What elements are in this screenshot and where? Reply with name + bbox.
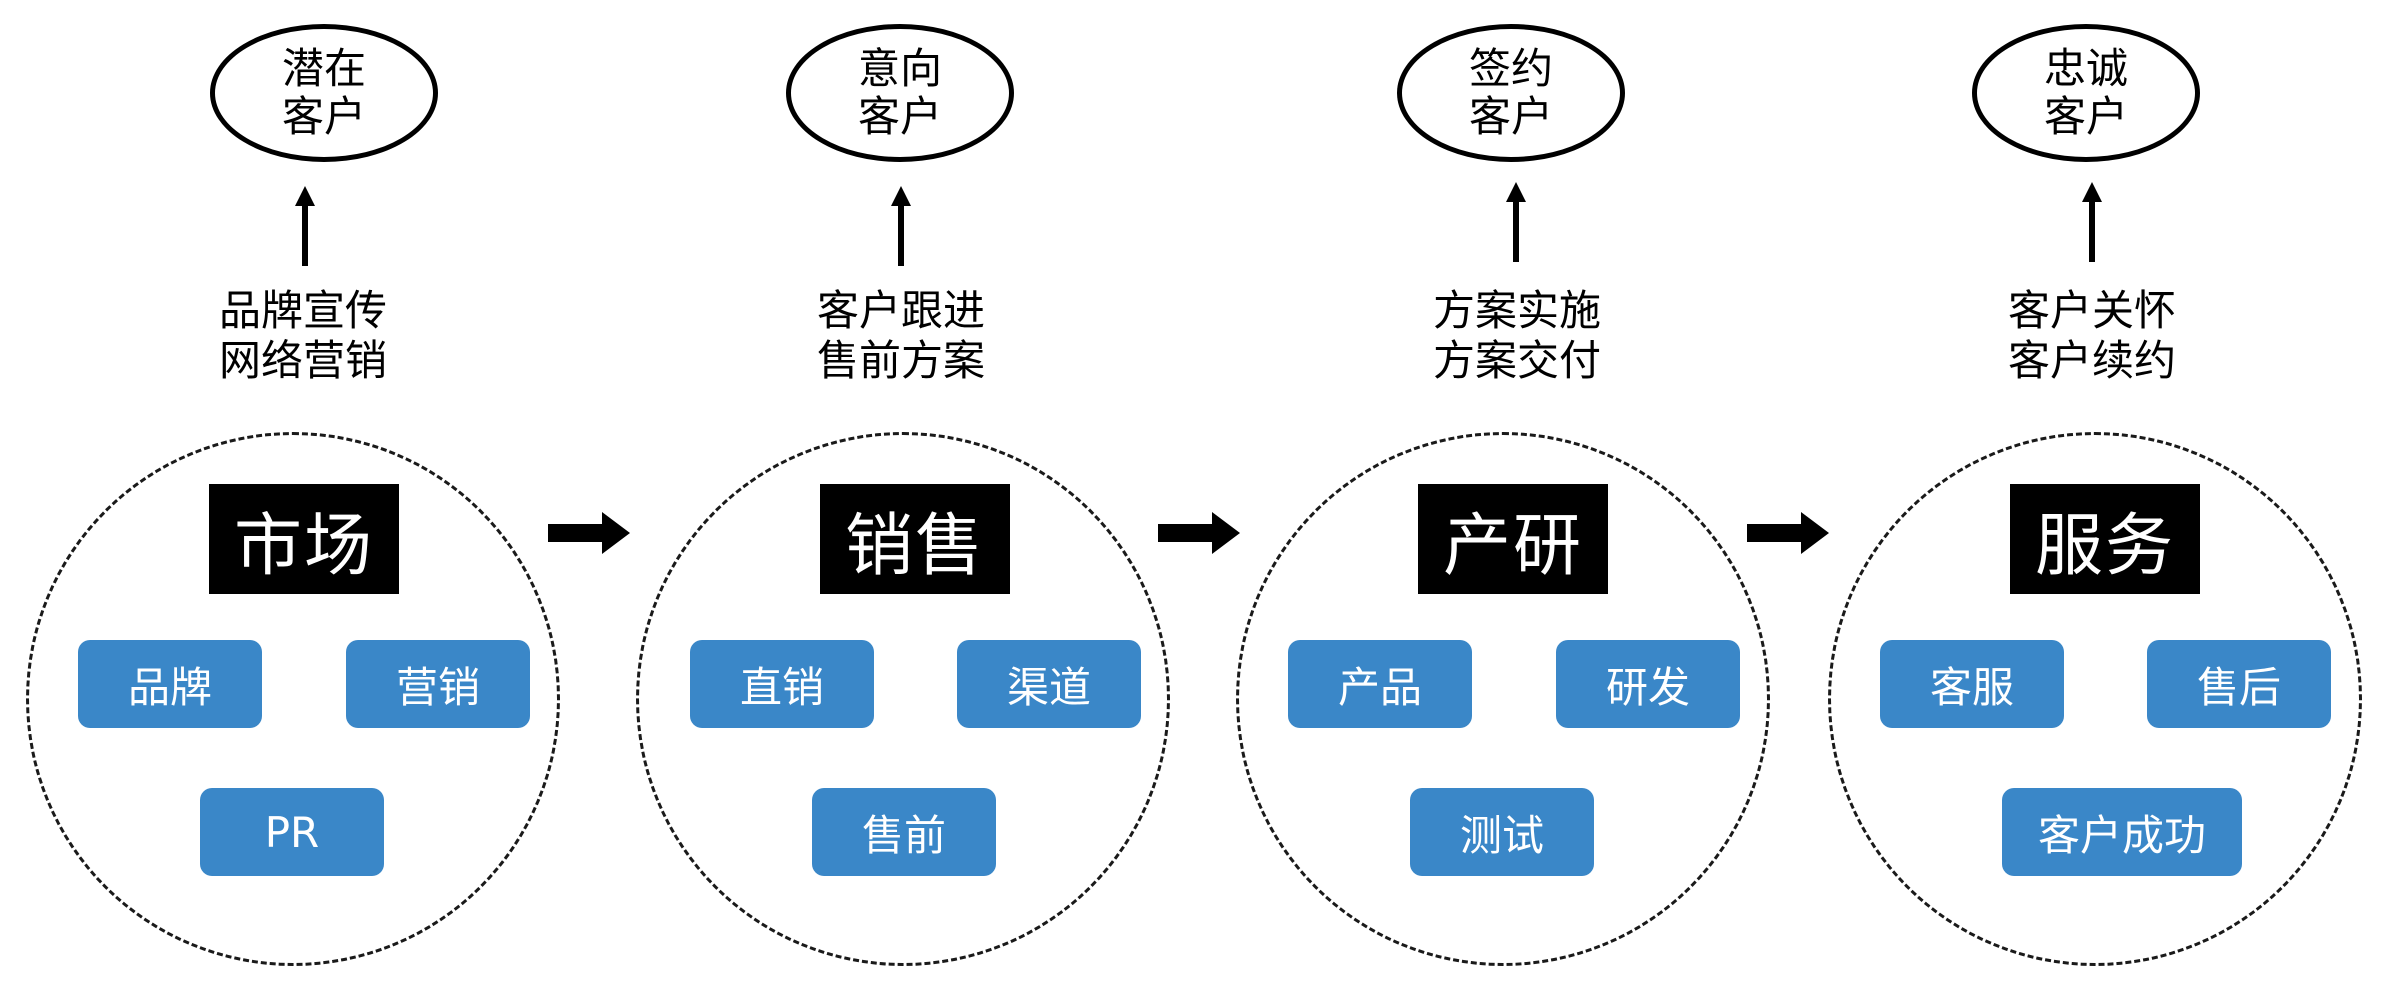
goal-ellipse-4: 忠诚 客户 (1972, 24, 2200, 162)
right-arrow-icon-3 (1747, 512, 1829, 554)
pill-1-2: 营销 (346, 640, 530, 728)
pill-4-1: 客服 (1880, 640, 2064, 728)
pill-4-3: 客户成功 (2002, 788, 2242, 876)
pill-2-3: 售前 (812, 788, 996, 876)
stage-title-1: 市场 (209, 484, 399, 594)
goal-label-1: 潜在 客户 (281, 44, 366, 141)
stage-circle-1 (26, 432, 560, 966)
stage-title-3: 产研 (1418, 484, 1608, 594)
caption-3: 方案实施 方案交付 (1432, 286, 1601, 385)
up-arrow-icon-1 (295, 186, 315, 266)
up-arrow-icon-3 (1506, 182, 1526, 262)
stage-circle-2 (636, 432, 1170, 966)
up-arrow-icon-2 (891, 186, 911, 266)
pill-3-2: 研发 (1556, 640, 1740, 728)
stage-title-4: 服务 (2010, 484, 2200, 594)
pill-2-1: 直销 (690, 640, 874, 728)
goal-ellipse-2: 意向 客户 (786, 24, 1014, 162)
caption-2: 客户跟进 售前方案 (816, 286, 985, 385)
goal-label-4: 忠诚 客户 (2043, 44, 2128, 141)
caption-1: 品牌宣传 网络营销 (218, 286, 387, 385)
right-arrow-icon-1 (548, 512, 630, 554)
right-arrow-icon-2 (1158, 512, 1240, 554)
goal-ellipse-3: 签约 客户 (1397, 24, 1625, 162)
pill-1-3: PR (200, 788, 384, 876)
pill-3-3: 测试 (1410, 788, 1594, 876)
up-arrow-icon-4 (2082, 182, 2102, 262)
stage-circle-4 (1828, 432, 2362, 966)
caption-4: 客户关怀 客户续约 (2007, 286, 2176, 385)
stage-title-2: 销售 (820, 484, 1010, 594)
pill-1-1: 品牌 (78, 640, 262, 728)
stage-circle-3 (1236, 432, 1770, 966)
pill-3-1: 产品 (1288, 640, 1472, 728)
pill-4-2: 售后 (2147, 640, 2331, 728)
goal-ellipse-1: 潜在 客户 (210, 24, 438, 162)
goal-label-3: 签约 客户 (1468, 44, 1553, 141)
pill-2-2: 渠道 (957, 640, 1141, 728)
goal-label-2: 意向 客户 (857, 44, 942, 141)
